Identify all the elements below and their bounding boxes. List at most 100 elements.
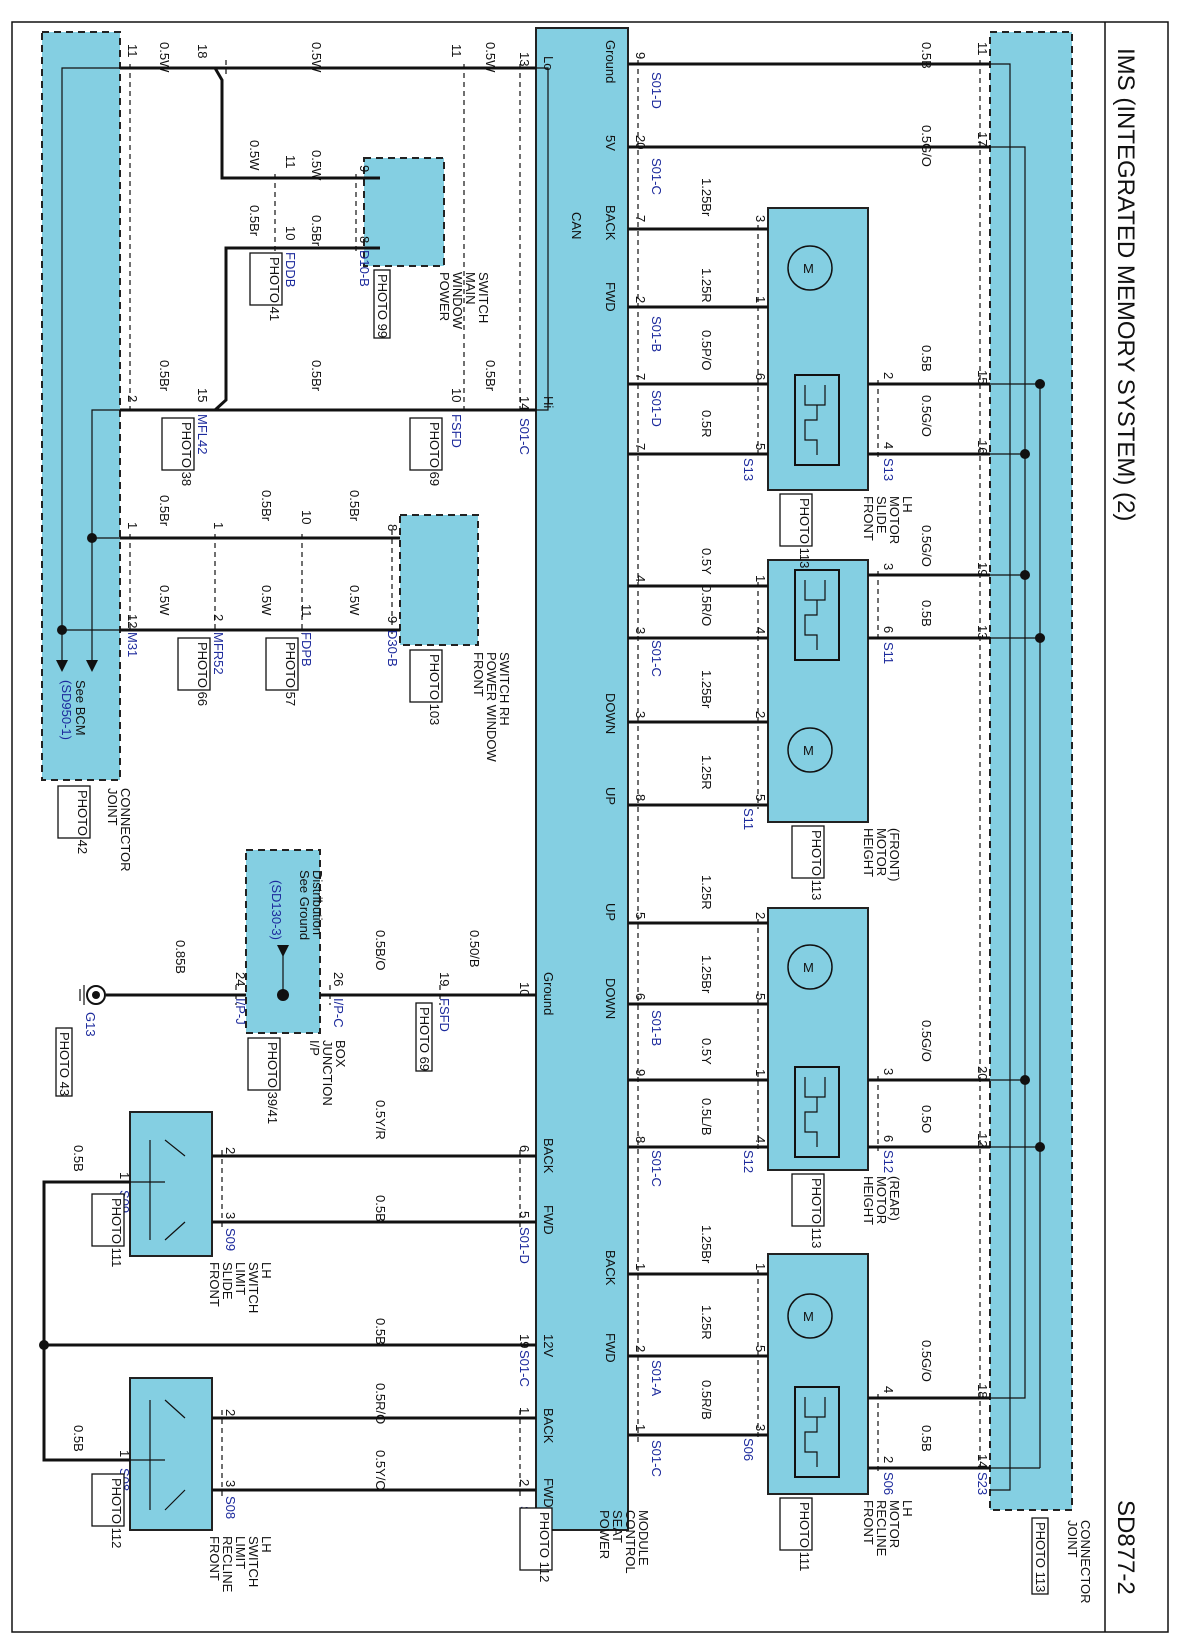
svg-text:0.5B/O: 0.5B/O: [373, 930, 388, 970]
svg-text:BACK: BACK: [603, 205, 618, 241]
svg-text:(REAR): (REAR): [887, 1176, 902, 1221]
wire-labels: 0.5B 0.5G/O 1.25Br 1.25R 0.5P/O 0.5R 0.5…: [71, 42, 934, 1490]
svg-text:12: 12: [125, 614, 140, 628]
svg-text:3: 3: [881, 563, 896, 570]
svg-text:10: 10: [299, 510, 314, 524]
svg-text:PHOTO 69: PHOTO 69: [427, 422, 442, 486]
svg-text:PHOTO 39/41: PHOTO 39/41: [265, 1042, 280, 1124]
svg-text:S01-C: S01-C: [517, 418, 532, 455]
front-slide-limit-switch: [129, 1111, 213, 1257]
svg-text:FWD: FWD: [541, 1205, 556, 1235]
svg-text:1: 1: [753, 1263, 768, 1270]
svg-text:0.85B: 0.85B: [173, 940, 188, 974]
svg-text:9: 9: [385, 616, 400, 623]
svg-text:See BCM: See BCM: [73, 680, 88, 736]
svg-text:PHOTO 43: PHOTO 43: [57, 1032, 72, 1096]
svg-text:16: 16: [975, 440, 990, 454]
svg-text:2: 2: [753, 711, 768, 718]
connector-codes: S01-D S01-C S01-B S01-D S01-C S01-B S01-…: [59, 72, 990, 1543]
svg-text:S01-C: S01-C: [649, 1440, 664, 1477]
svg-text:0.5B: 0.5B: [71, 1425, 86, 1452]
svg-text:0.5Br: 0.5Br: [157, 360, 172, 392]
svg-text:CAN: CAN: [569, 212, 584, 239]
svg-text:1: 1: [633, 1424, 648, 1431]
svg-text:3: 3: [753, 1424, 768, 1431]
svg-text:11: 11: [125, 44, 140, 58]
svg-text:HEIGHT: HEIGHT: [861, 1176, 876, 1225]
svg-text:Ground: Ground: [541, 972, 556, 1015]
hall-sensor-icon: [794, 374, 840, 1478]
svg-text:5: 5: [753, 993, 768, 1000]
svg-text:1: 1: [125, 522, 140, 529]
svg-text:19: 19: [975, 562, 990, 576]
svg-text:PHOTO 99: PHOTO 99: [375, 274, 390, 338]
svg-text:BACK: BACK: [541, 1138, 556, 1174]
svg-text:0.5B: 0.5B: [71, 1145, 86, 1172]
svg-text:5V: 5V: [603, 135, 618, 151]
svg-text:Ground: Ground: [603, 40, 618, 83]
svg-text:S01-D: S01-D: [649, 72, 664, 109]
svg-text:M: M: [803, 261, 814, 276]
svg-text:3: 3: [633, 711, 648, 718]
svg-text:15: 15: [975, 370, 990, 384]
svg-text:5: 5: [517, 1211, 532, 1218]
svg-text:M: M: [803, 1309, 814, 1324]
svg-text:3: 3: [881, 1068, 896, 1075]
svg-text:8: 8: [385, 524, 400, 531]
svg-text:RECLINE: RECLINE: [874, 1500, 889, 1557]
svg-text:12: 12: [975, 1133, 990, 1147]
svg-text:S01-C: S01-C: [649, 640, 664, 677]
svg-text:2: 2: [881, 1456, 896, 1463]
svg-text:5: 5: [753, 794, 768, 801]
psm-name: POWER SEAT CONTROL MODULE: [597, 1510, 651, 1574]
svg-text:1.25R: 1.25R: [699, 755, 714, 790]
front-power-window-switch-rh: [399, 514, 479, 646]
svg-text:0.5Br: 0.5Br: [309, 360, 324, 392]
svg-text:7: 7: [633, 215, 648, 222]
svg-text:MOTOR: MOTOR: [874, 828, 889, 876]
svg-text:SEAT: SEAT: [610, 1510, 625, 1543]
svg-text:LH: LH: [900, 496, 915, 513]
svg-text:FWD: FWD: [541, 1478, 556, 1508]
svg-text:PHOTO 66: PHOTO 66: [195, 642, 210, 706]
svg-text:6: 6: [753, 373, 768, 380]
svg-text:S01-B: S01-B: [649, 316, 664, 352]
svg-text:11: 11: [975, 42, 990, 56]
svg-text:LH: LH: [900, 1500, 915, 1517]
svg-text:S01-B: S01-B: [649, 1010, 664, 1046]
svg-text:2: 2: [223, 1147, 238, 1154]
svg-text:10: 10: [283, 226, 298, 240]
svg-text:0.5O: 0.5O: [919, 1105, 934, 1133]
svg-text:10: 10: [449, 388, 464, 402]
power-window-main-switch: [363, 157, 445, 267]
svg-text:SWITCH: SWITCH: [246, 1262, 261, 1313]
diagram-title: IMS (INTEGRATED MEMORY SYSTEM) (2): [1112, 48, 1139, 521]
svg-text:PHOTO 111: PHOTO 111: [109, 1198, 124, 1267]
svg-text:DOWN: DOWN: [603, 693, 618, 734]
svg-text:0.5Y: 0.5Y: [699, 1038, 714, 1065]
svg-text:0.50/B: 0.50/B: [467, 930, 482, 968]
svg-text:S06: S06: [741, 1438, 756, 1461]
svg-text:FSFD: FSFD: [449, 414, 464, 448]
svg-text:10: 10: [517, 982, 532, 996]
svg-text:7: 7: [633, 443, 648, 450]
svg-text:2: 2: [881, 372, 896, 379]
svg-text:S13: S13: [741, 458, 756, 481]
svg-text:M: M: [803, 960, 814, 975]
wires-left: [56, 60, 549, 672]
svg-text:8: 8: [357, 236, 372, 243]
svg-text:MFL42: MFL42: [195, 414, 210, 454]
svg-text:13: 13: [517, 52, 532, 66]
svg-text:1: 1: [753, 1069, 768, 1076]
svg-text:0.5G/O: 0.5G/O: [919, 1340, 934, 1382]
svg-text:JOINT: JOINT: [1065, 1520, 1080, 1558]
svg-text:DOWN: DOWN: [603, 978, 618, 1019]
svg-text:PHOTO 113: PHOTO 113: [1033, 1522, 1048, 1592]
svg-text:2: 2: [753, 912, 768, 919]
front-recline-limit-switch: [129, 1377, 213, 1531]
svg-text:BACK: BACK: [603, 1250, 618, 1286]
svg-text:2: 2: [211, 614, 226, 621]
svg-text:S01-C: S01-C: [649, 158, 664, 195]
svg-text:15: 15: [195, 388, 210, 402]
svg-text:FWD: FWD: [603, 282, 618, 312]
